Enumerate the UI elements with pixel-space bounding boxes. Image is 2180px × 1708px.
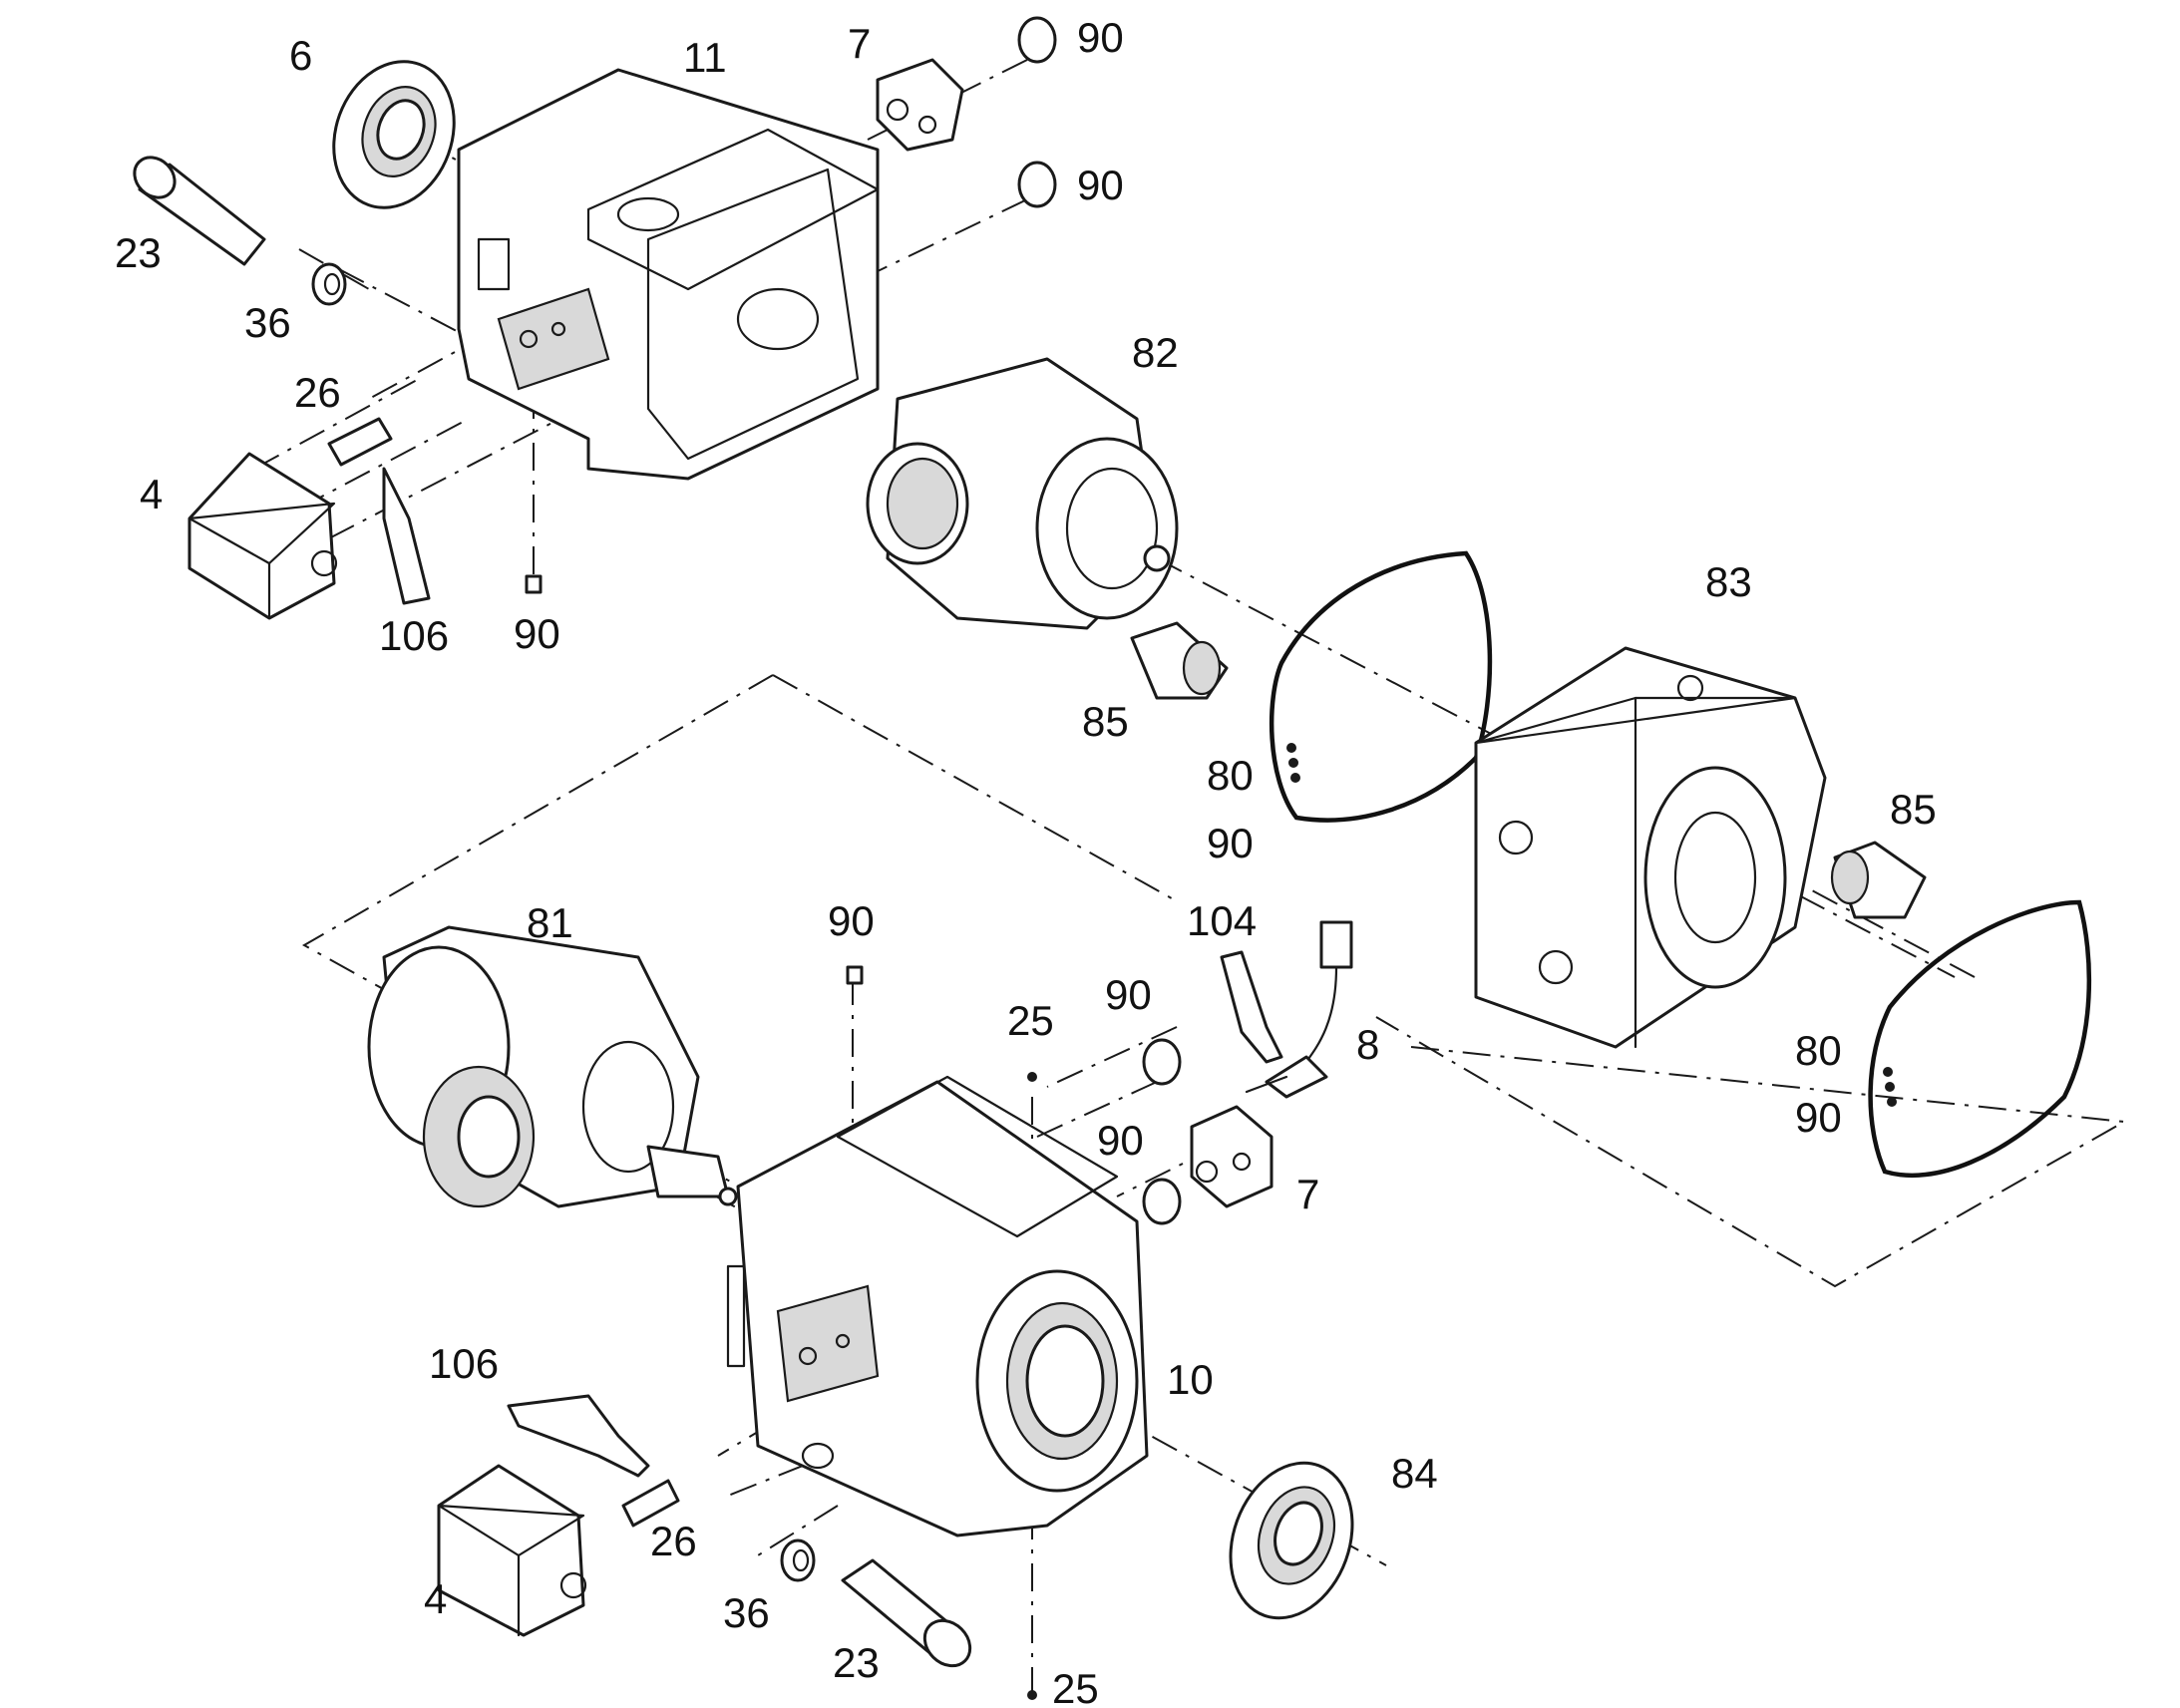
callout-106: 106 bbox=[429, 1340, 499, 1387]
callout-4: 4 bbox=[140, 471, 163, 517]
part-fitting-lower bbox=[621, 1479, 680, 1528]
callout-90: 90 bbox=[1207, 820, 1254, 866]
callout-labels: 6 11 7 90 90 23 36 26 4 106 90 82 83 85 … bbox=[115, 14, 1937, 1708]
part-rotary-group-81 bbox=[367, 925, 738, 1208]
callout-8: 8 bbox=[1356, 1021, 1379, 1068]
callout-10: 10 bbox=[1167, 1356, 1214, 1403]
callout-90: 90 bbox=[1097, 1117, 1144, 1164]
callout-25: 25 bbox=[1052, 1665, 1099, 1708]
callout-90: 90 bbox=[1105, 971, 1152, 1018]
part-washer-lower bbox=[780, 1538, 816, 1582]
callout-90: 90 bbox=[1077, 162, 1124, 208]
part-insert-85-top bbox=[1130, 621, 1229, 700]
callout-7: 7 bbox=[1296, 1171, 1319, 1217]
callout-7: 7 bbox=[848, 20, 871, 67]
part-bolt-lower bbox=[841, 1558, 972, 1668]
part-control-block-lower bbox=[437, 1464, 587, 1637]
part-sealant-tube-104 bbox=[1220, 950, 1283, 1064]
part-sensor-8 bbox=[1245, 920, 1353, 1099]
callout-26: 26 bbox=[650, 1518, 697, 1564]
part-housing-lower bbox=[726, 1075, 1149, 1537]
callout-106: 106 bbox=[379, 612, 449, 659]
part-control-block-top bbox=[187, 452, 338, 620]
callout-84: 84 bbox=[1391, 1450, 1438, 1497]
part-seal-cover-top bbox=[332, 60, 456, 209]
callout-82: 82 bbox=[1132, 329, 1179, 376]
callout-80: 80 bbox=[1795, 1027, 1842, 1074]
callout-4: 4 bbox=[424, 1575, 447, 1622]
callout-81: 81 bbox=[527, 899, 573, 946]
callout-90: 90 bbox=[1077, 14, 1124, 61]
part-valve-lower bbox=[1190, 1105, 1273, 1208]
callout-104: 104 bbox=[1187, 897, 1257, 944]
callout-26: 26 bbox=[294, 369, 341, 416]
part-insert-85-right bbox=[1830, 841, 1927, 919]
part-bolt-top bbox=[133, 156, 266, 266]
callout-90: 90 bbox=[1795, 1094, 1842, 1141]
part-plugs-top bbox=[1017, 16, 1057, 208]
part-washer-top bbox=[311, 262, 347, 306]
part-oring-top bbox=[1269, 550, 1493, 823]
callout-23: 23 bbox=[833, 1639, 880, 1686]
callout-85: 85 bbox=[1890, 786, 1937, 833]
part-sealant-tube-lower bbox=[507, 1394, 650, 1478]
part-cover-84 bbox=[1229, 1461, 1354, 1620]
part-port-plate-83 bbox=[1474, 646, 1827, 1049]
callout-36: 36 bbox=[723, 1589, 770, 1636]
part-oring-right bbox=[1868, 899, 2092, 1178]
callout-83: 83 bbox=[1705, 558, 1752, 605]
callout-11: 11 bbox=[683, 34, 727, 81]
part-valve-top bbox=[876, 58, 964, 152]
callout-6: 6 bbox=[289, 32, 312, 79]
callout-90: 90 bbox=[514, 610, 560, 657]
part-fitting-top bbox=[327, 417, 393, 467]
part-rotary-group-82 bbox=[866, 357, 1179, 630]
part-plugs-lower bbox=[846, 965, 1182, 1700]
callout-85: 85 bbox=[1082, 698, 1129, 745]
part-housing-upper bbox=[457, 68, 880, 481]
callout-36: 36 bbox=[244, 299, 291, 346]
callout-90: 90 bbox=[828, 897, 875, 944]
callout-80: 80 bbox=[1207, 752, 1254, 799]
callout-23: 23 bbox=[115, 229, 162, 276]
callout-25: 25 bbox=[1007, 997, 1054, 1044]
part-screw-small-top bbox=[525, 574, 543, 594]
part-sealant-tube-top bbox=[382, 467, 431, 605]
